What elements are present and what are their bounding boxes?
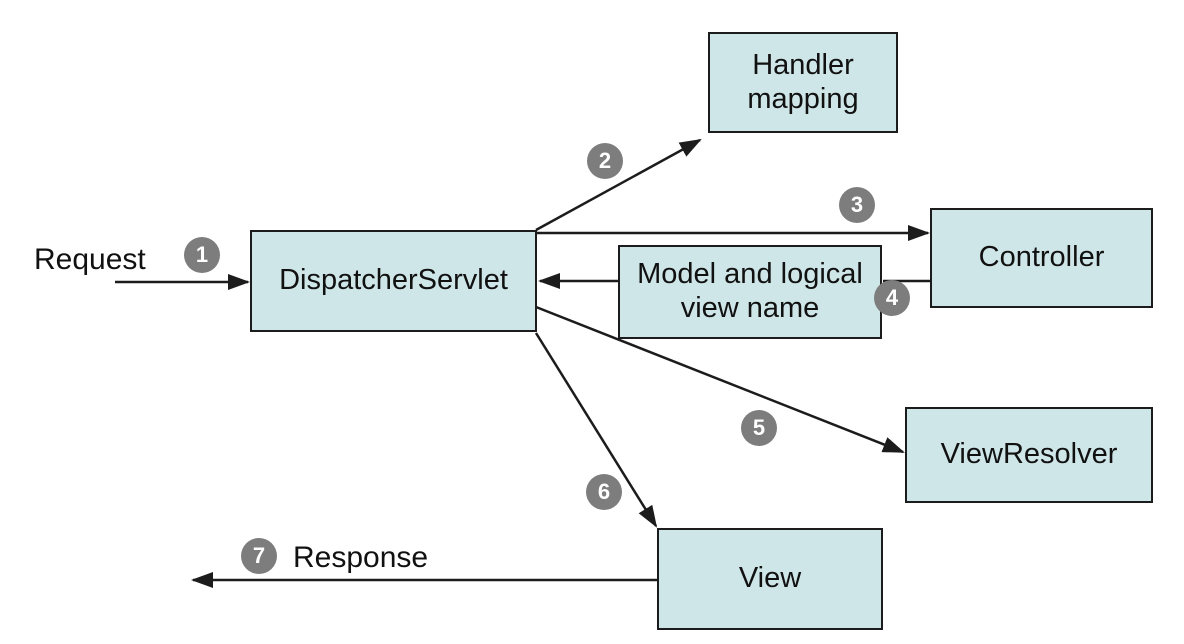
step-badge-6: 6 — [586, 474, 622, 510]
node-view-label: View — [738, 562, 802, 595]
step-badge-4: 4 — [874, 280, 910, 316]
step-badge-3: 3 — [839, 187, 875, 223]
request-label: Request — [34, 243, 146, 276]
step-badge-7: 7 — [241, 538, 277, 574]
node-view-resolver-label: ViewResolver — [940, 438, 1118, 471]
response-label: Response — [293, 541, 429, 574]
step-badge-1: 1 — [184, 237, 220, 273]
node-model-and-logical-view-name: Model and logical view name — [618, 245, 882, 339]
node-handler-mapping: Handler mapping — [708, 32, 898, 133]
node-view: View — [657, 528, 883, 630]
node-handler-mapping-label: Handler mapping — [747, 48, 859, 115]
step-badge-2: 2 — [587, 143, 623, 179]
arrow-step2-dispatcher-to-handler-mapping — [535, 138, 702, 232]
arrow-step5-dispatcher-to-viewresolver — [535, 305, 905, 454]
node-view-resolver: ViewResolver — [905, 407, 1153, 503]
arrow-step6-dispatcher-to-view — [534, 332, 658, 528]
node-dispatcher-servlet-label: DispatcherServlet — [279, 264, 508, 297]
node-controller-label: Controller — [978, 241, 1105, 274]
step-badge-5: 5 — [741, 410, 777, 446]
node-controller: Controller — [930, 208, 1153, 308]
node-dispatcher-servlet: DispatcherServlet — [250, 230, 537, 332]
node-model-and-logical-view-name-label: Model and logical view name — [637, 258, 863, 324]
